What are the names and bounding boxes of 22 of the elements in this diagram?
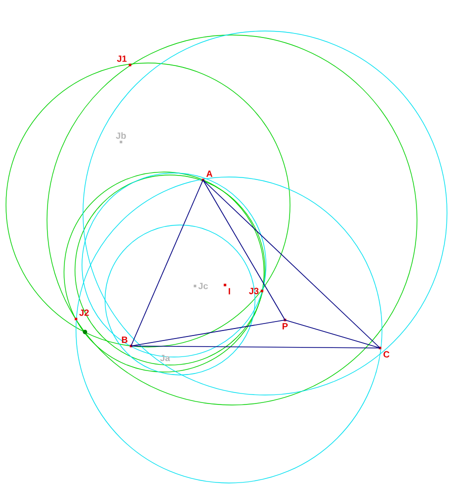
node-label: Jc [198,282,208,290]
node-label: I [228,288,230,294]
point: C [378,346,390,358]
node-label: J1 [116,56,127,62]
point: A [202,170,212,182]
node-label: Jb [116,132,126,139]
segment [202,180,286,320]
point: I [224,284,230,294]
segment [130,320,286,346]
segment [284,320,380,348]
node-label: P [282,323,288,330]
point: J1 [116,56,132,66]
node-label: A [206,170,212,177]
segment [202,180,380,348]
point: B [122,336,132,348]
point: P [282,318,288,330]
node-label: C [384,351,390,358]
point: Jb [116,132,126,144]
segment [130,346,380,348]
node-label: B [122,336,128,343]
segment [130,180,204,346]
point: Jc [194,282,208,290]
